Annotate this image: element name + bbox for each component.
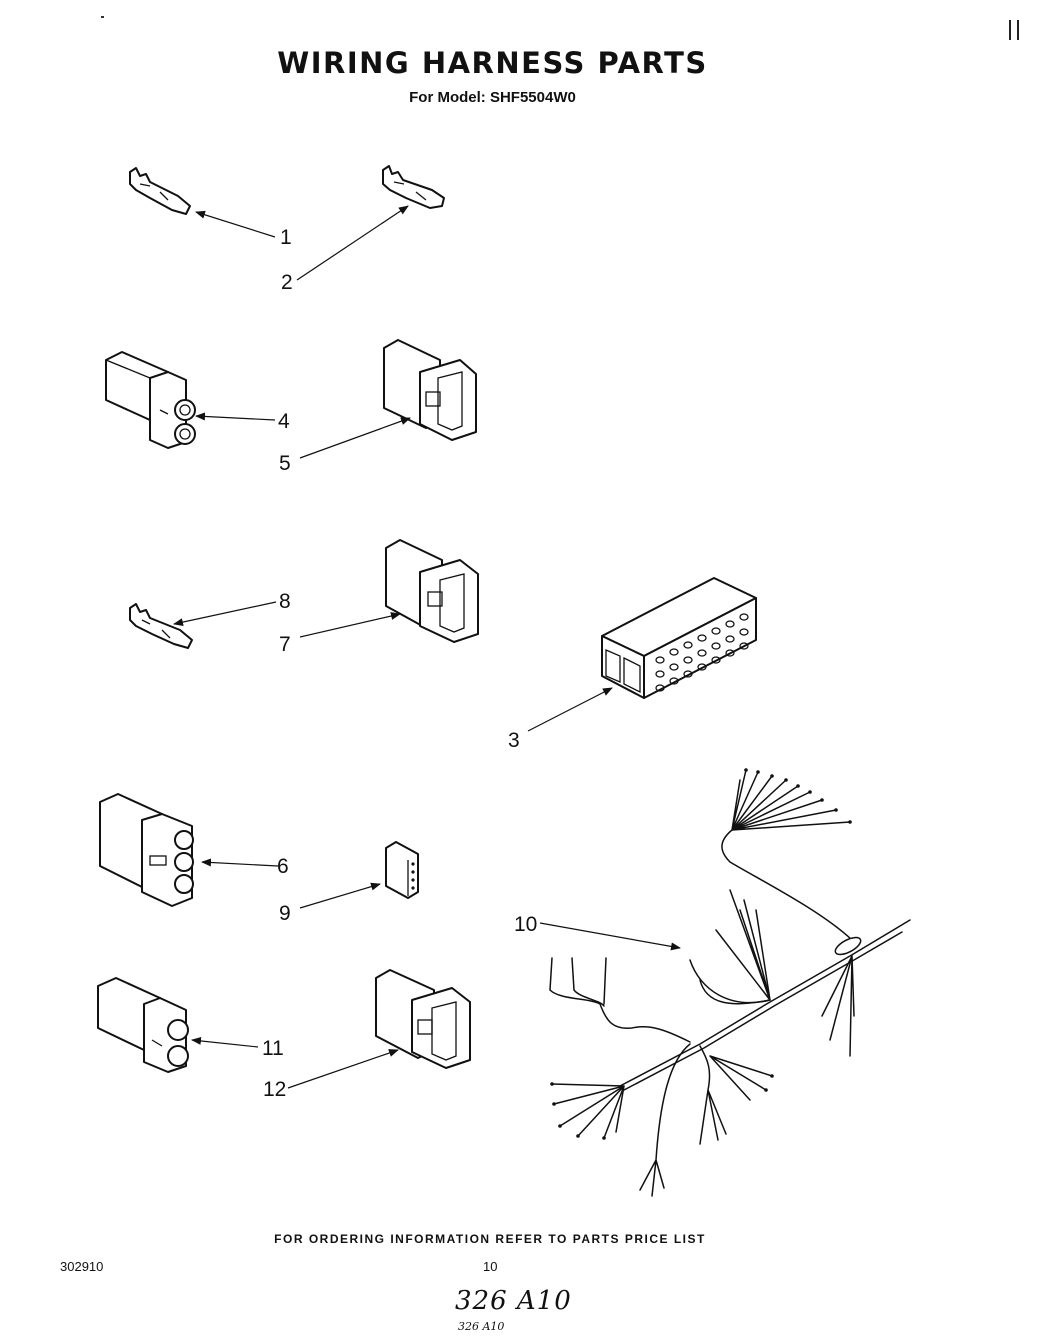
ordering-note: FOR ORDERING INFORMATION REFER TO PARTS … — [274, 1232, 706, 1246]
part-7-receptacle — [385, 539, 479, 643]
leader-6 — [201, 858, 279, 867]
leader-8 — [173, 601, 277, 627]
leader-5 — [299, 417, 411, 459]
document-number: 302910 — [60, 1259, 104, 1274]
callout-4: 4 — [278, 410, 290, 433]
callout-3: 3 — [508, 729, 520, 752]
leader-7 — [299, 612, 401, 638]
callout-7: 7 — [279, 633, 291, 656]
leader-1 — [195, 210, 276, 238]
callout-12: 12 — [263, 1078, 286, 1101]
scan-mark — [101, 16, 104, 18]
leader-4 — [195, 412, 276, 421]
leader-10 — [539, 922, 681, 951]
handwritten-note-partial: 326 A10 — [458, 1320, 505, 1333]
part-1-terminal — [129, 167, 191, 215]
handwritten-note: 326 A10 — [455, 1286, 572, 1316]
part-8-terminal — [129, 603, 193, 649]
callout-5: 5 — [279, 452, 291, 475]
callout-9: 9 — [279, 902, 291, 925]
part-6-housing-3way — [99, 793, 194, 907]
part-12-receptacle-2way — [375, 969, 471, 1069]
page-title: WIRING HARNESS PARTS — [277, 46, 708, 80]
part-2-terminal — [382, 165, 445, 209]
leader-12 — [287, 1049, 399, 1089]
page-number: 10 — [483, 1259, 498, 1274]
leader-9 — [299, 882, 381, 909]
leader-11 — [191, 1036, 259, 1048]
model-subtitle: For Model: SHF5504W0 — [409, 89, 576, 106]
page-edge-mark — [1009, 20, 1019, 40]
part-11-housing-2way — [97, 977, 189, 1073]
part-9-small-connector — [385, 841, 419, 899]
callout-1: 1 — [280, 226, 292, 249]
callout-6: 6 — [277, 855, 289, 878]
part-5-receptacle-2way — [383, 339, 477, 441]
callout-10: 10 — [514, 913, 537, 936]
leader-3 — [527, 687, 613, 732]
part-3-multi-connector — [601, 577, 757, 699]
callout-2: 2 — [281, 271, 293, 294]
part-4-housing-2way — [105, 351, 196, 449]
part-10-wiring-harness — [549, 768, 911, 1197]
callout-8: 8 — [279, 590, 291, 613]
leader-2 — [296, 205, 409, 281]
callout-11: 11 — [262, 1037, 284, 1060]
